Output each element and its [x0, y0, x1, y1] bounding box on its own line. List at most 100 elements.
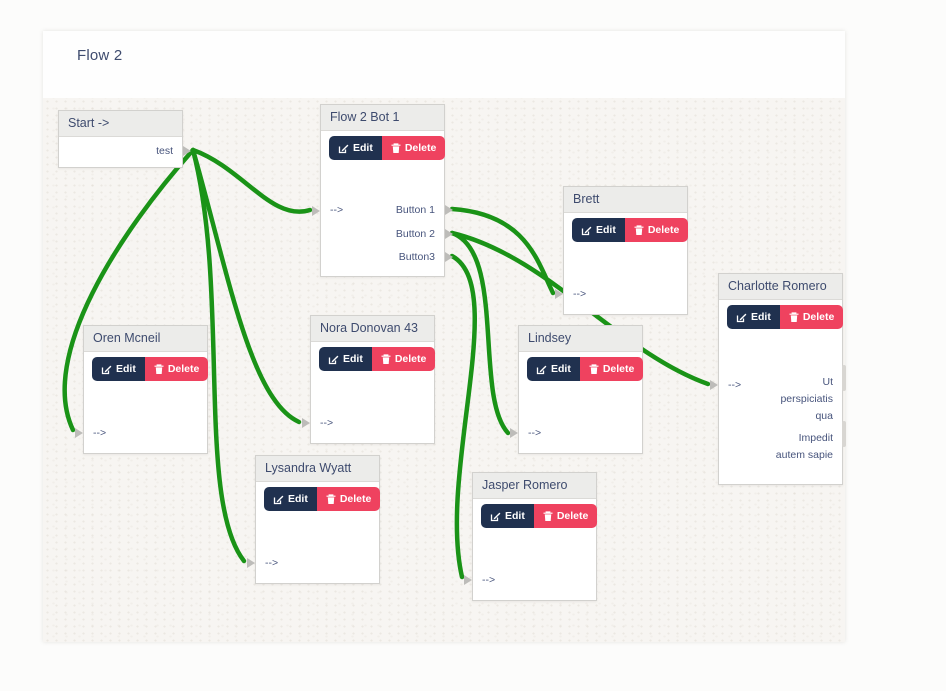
- edit-icon: [101, 365, 112, 374]
- node-lindsey-title[interactable]: Lindsey: [519, 326, 642, 352]
- delete-button[interactable]: Delete: [533, 504, 598, 528]
- output-label-button1: Button 1: [395, 204, 435, 216]
- output-label-button2: Button 2: [395, 228, 435, 240]
- output-port-button1[interactable]: [445, 205, 453, 215]
- input-label: -->: [573, 288, 587, 300]
- input-port[interactable]: [302, 418, 310, 428]
- input-row: -->: [482, 572, 587, 588]
- io-row-button3: Button3: [330, 249, 435, 265]
- input-label: -->: [265, 557, 279, 569]
- delete-button[interactable]: Delete: [371, 347, 436, 371]
- output-row-test: test: [68, 143, 173, 159]
- delete-button-label: Delete: [394, 353, 427, 365]
- trash-icon: [789, 311, 799, 322]
- output-label-ut: Ut perspiciatis qua: [780, 376, 833, 422]
- input-port[interactable]: [510, 428, 518, 438]
- input-port[interactable]: [75, 428, 83, 438]
- delete-button[interactable]: Delete: [579, 357, 644, 381]
- input-port[interactable]: [710, 380, 718, 390]
- trash-icon: [154, 363, 164, 374]
- input-row: -->: [728, 377, 833, 393]
- input-port[interactable]: [464, 575, 472, 585]
- flow-title: Flow 2: [77, 47, 123, 64]
- edit-icon: [536, 365, 547, 374]
- input-label: -->: [93, 427, 107, 439]
- edit-button[interactable]: Edit: [319, 347, 372, 371]
- io-row-button2: Button 2: [330, 226, 435, 242]
- edit-button[interactable]: Edit: [92, 357, 145, 381]
- node-lysandra-title[interactable]: Lysandra Wyatt: [256, 456, 379, 482]
- output-label-button3: Button3: [398, 251, 435, 263]
- delete-button[interactable]: Delete: [316, 487, 381, 511]
- edit-button-label: Edit: [551, 363, 571, 375]
- delete-button[interactable]: Delete: [144, 357, 209, 381]
- node-nora[interactable]: Nora Donovan 43 Edit Delete -->: [302, 315, 436, 444]
- delete-button-label: Delete: [167, 363, 200, 375]
- output-label-test: test: [156, 145, 173, 157]
- node-lysandra[interactable]: Lysandra Wyatt Edit Delete -->: [247, 455, 381, 584]
- edit-button-label: Edit: [505, 510, 525, 522]
- output-label-impedit: Impedit autem sapie: [775, 432, 833, 461]
- delete-button[interactable]: Delete: [624, 218, 689, 242]
- edit-icon: [273, 495, 284, 504]
- node-flow2bot1-title[interactable]: Flow 2 Bot 1: [321, 105, 444, 131]
- node-jasper[interactable]: Jasper Romero Edit Delete -->: [464, 472, 598, 601]
- input-port[interactable]: [312, 206, 320, 216]
- trash-icon: [543, 510, 553, 521]
- edit-button-label: Edit: [116, 363, 136, 375]
- trash-icon: [634, 224, 644, 235]
- node-flow2bot1[interactable]: Flow 2 Bot 1 Edit Delete --> Button 1 Bu…: [312, 104, 453, 277]
- node-charlotte[interactable]: Charlotte Romero Edit Delete --> Ut pers…: [710, 273, 846, 485]
- node-brett-title[interactable]: Brett: [564, 187, 687, 213]
- flow-header: Flow 2: [43, 31, 845, 98]
- edit-icon: [328, 355, 339, 364]
- edit-button-label: Edit: [343, 353, 363, 365]
- trash-icon: [326, 493, 336, 504]
- node-nora-title[interactable]: Nora Donovan 43: [311, 316, 434, 342]
- trash-icon: [391, 142, 401, 153]
- node-start[interactable]: Start -> test: [58, 110, 191, 168]
- input-row: -->: [528, 425, 633, 441]
- output-port-impedit[interactable]: [842, 421, 846, 447]
- input-label: -->: [482, 574, 496, 586]
- edit-button[interactable]: Edit: [481, 504, 534, 528]
- output-port-test[interactable]: [183, 146, 191, 156]
- node-oren[interactable]: Oren Mcneil Edit Delete -->: [75, 325, 209, 454]
- input-row: -->: [573, 286, 678, 302]
- input-port[interactable]: [247, 558, 255, 568]
- input-label: -->: [330, 204, 344, 216]
- edit-button[interactable]: Edit: [264, 487, 317, 511]
- node-jasper-title[interactable]: Jasper Romero: [473, 473, 596, 499]
- edit-button-label: Edit: [751, 311, 771, 323]
- trash-icon: [381, 353, 391, 364]
- edit-button[interactable]: Edit: [727, 305, 780, 329]
- delete-button-label: Delete: [647, 224, 680, 236]
- edit-button-label: Edit: [353, 142, 373, 154]
- output-port-button2[interactable]: [445, 229, 453, 239]
- edit-button[interactable]: Edit: [329, 136, 382, 160]
- io-row-button1: --> Button 1: [330, 202, 435, 218]
- edit-icon: [338, 144, 349, 153]
- output-port-ut[interactable]: [842, 365, 846, 391]
- delete-button-label: Delete: [802, 311, 835, 323]
- input-row: -->: [265, 555, 370, 571]
- delete-button-label: Delete: [339, 493, 372, 505]
- edit-icon: [490, 512, 501, 521]
- output-port-button3[interactable]: [445, 252, 453, 262]
- input-port[interactable]: [555, 289, 563, 299]
- input-label: -->: [528, 427, 542, 439]
- trash-icon: [589, 363, 599, 374]
- node-oren-title[interactable]: Oren Mcneil: [84, 326, 207, 352]
- delete-button-label: Delete: [556, 510, 589, 522]
- node-lindsey[interactable]: Lindsey Edit Delete -->: [510, 325, 644, 454]
- delete-button[interactable]: Delete: [779, 305, 844, 329]
- delete-button[interactable]: Delete: [381, 136, 446, 160]
- delete-button-label: Delete: [404, 142, 437, 154]
- node-start-title[interactable]: Start ->: [59, 111, 182, 137]
- edit-button[interactable]: Edit: [527, 357, 580, 381]
- input-row: -->: [320, 415, 425, 431]
- node-charlotte-title[interactable]: Charlotte Romero: [719, 274, 842, 300]
- edit-button[interactable]: Edit: [572, 218, 625, 242]
- node-brett[interactable]: Brett Edit Delete -->: [555, 186, 689, 315]
